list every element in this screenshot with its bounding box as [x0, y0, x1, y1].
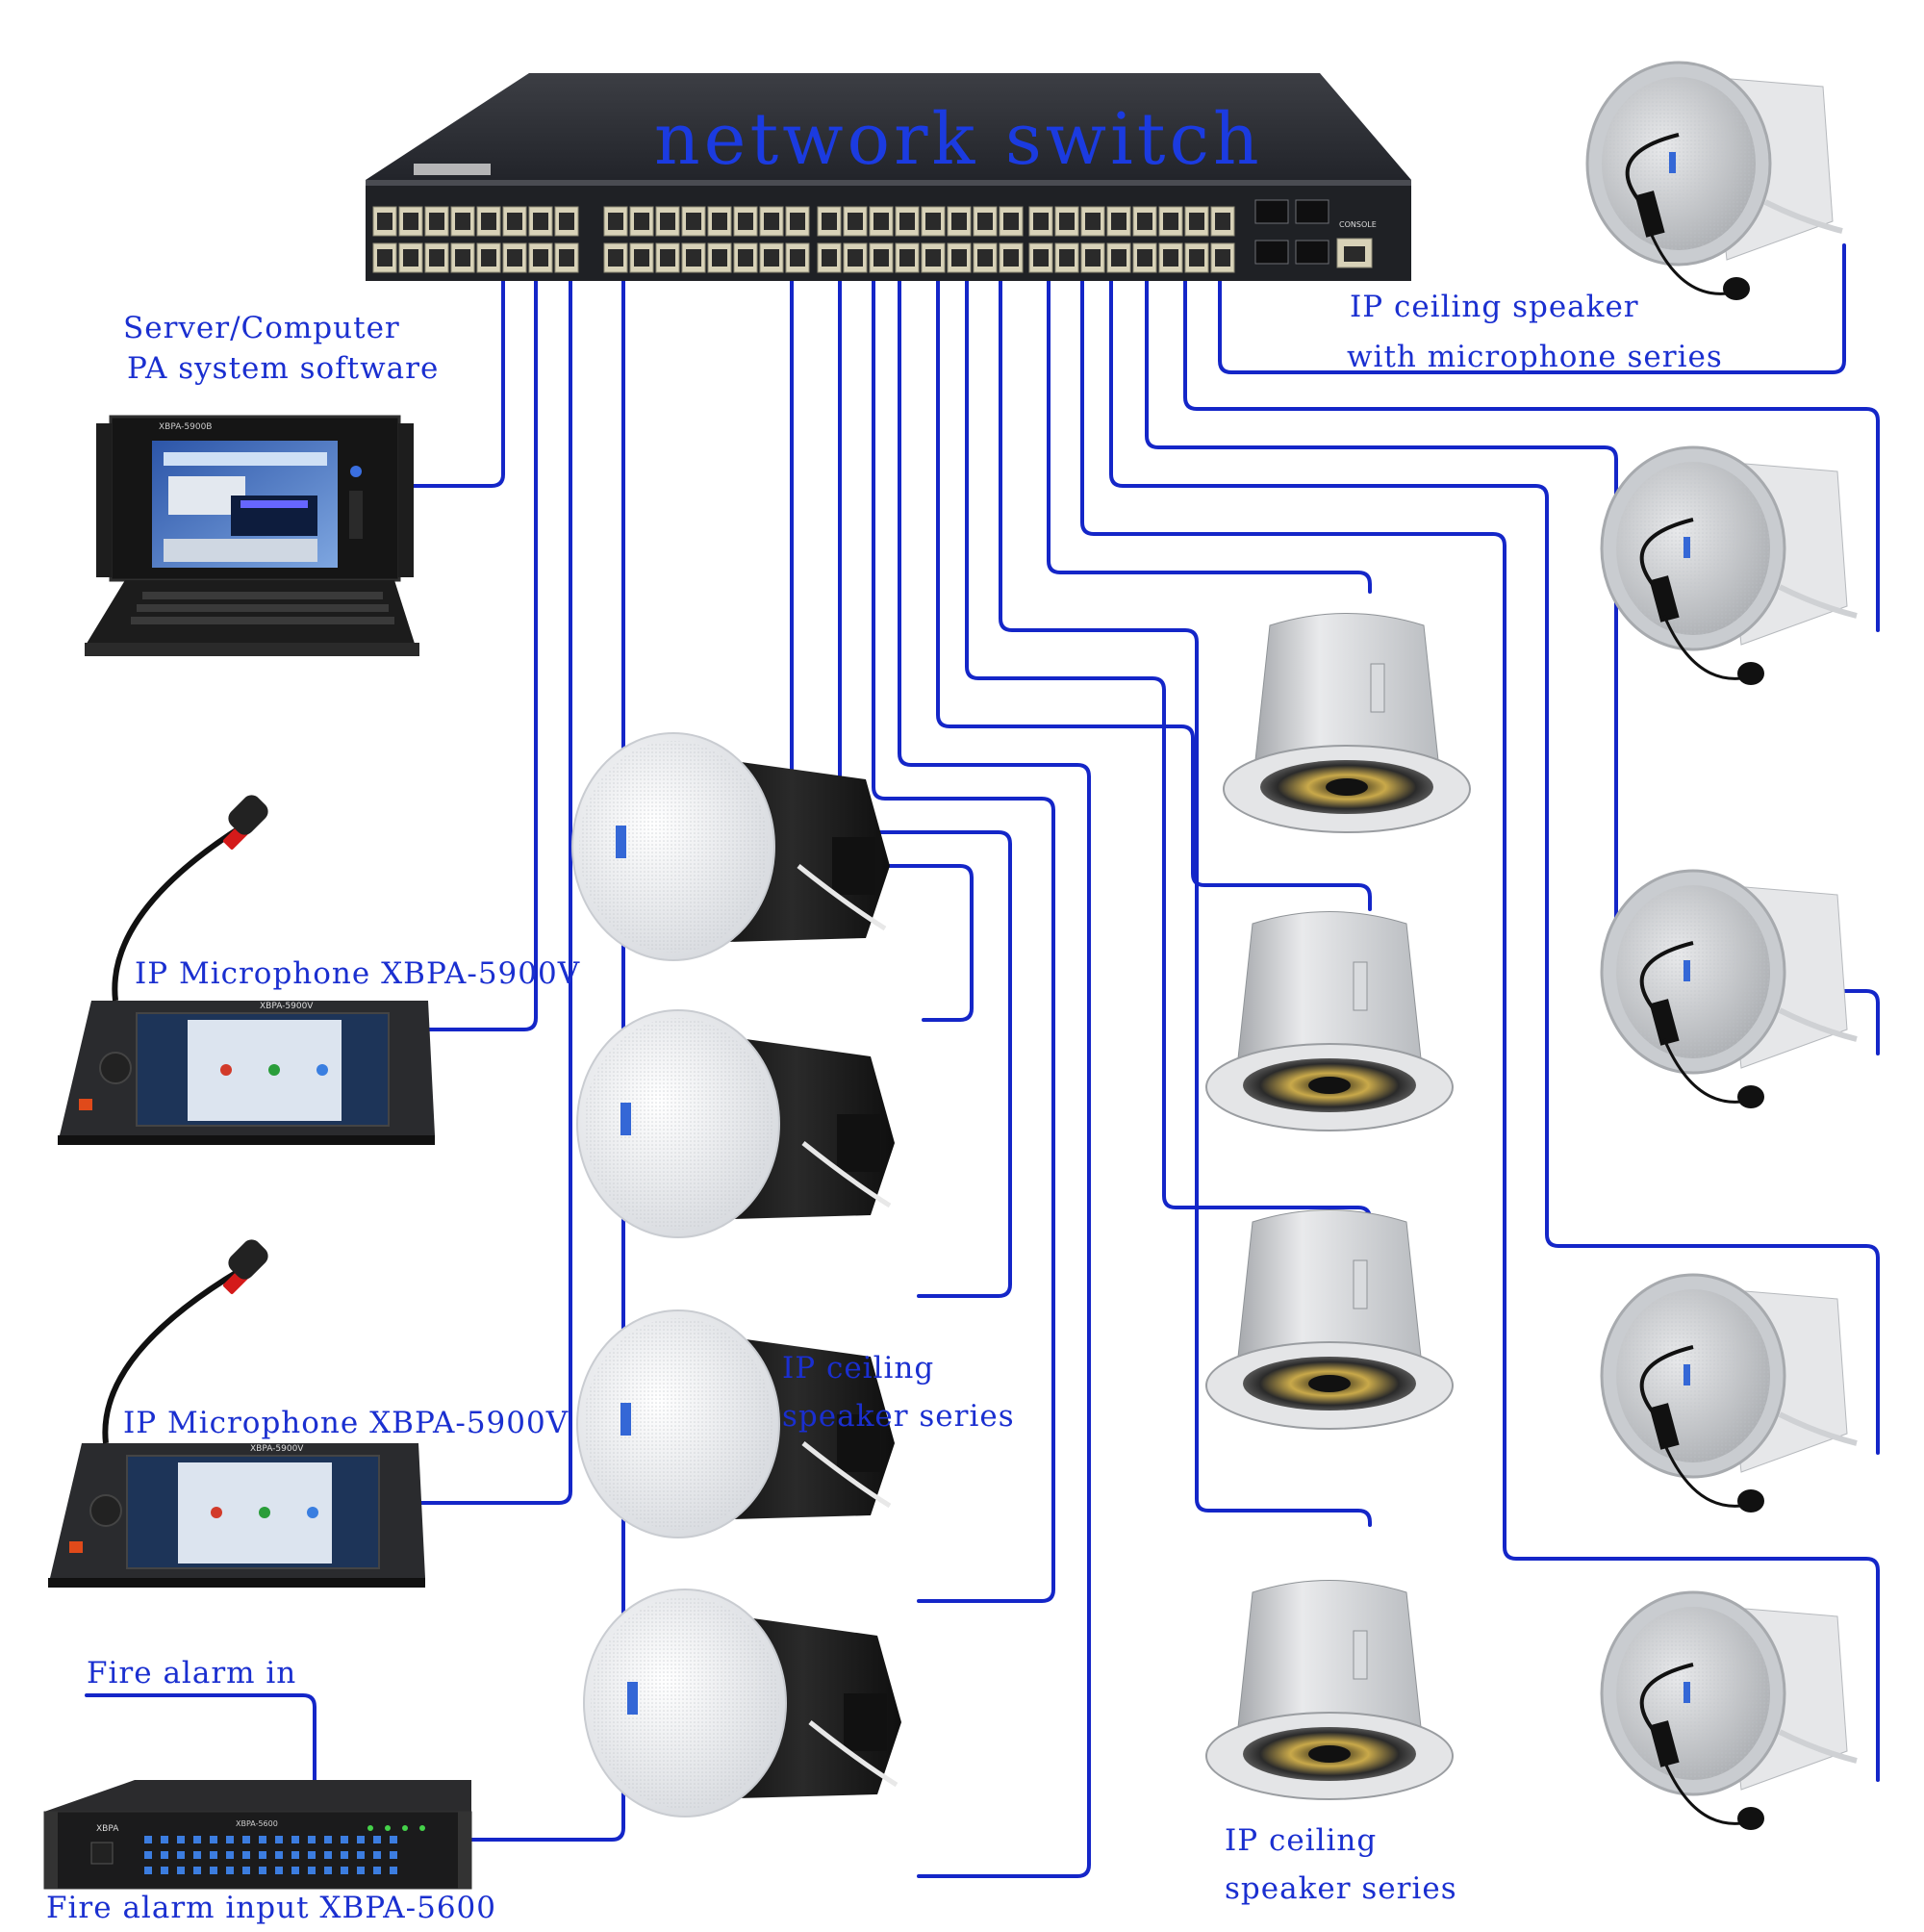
ceiling-speaker-icon: [583, 1589, 901, 1818]
ethernet-cable: [397, 263, 505, 488]
ethernet-cable: [872, 263, 1055, 1603]
microphone-ceiling-speaker-icon: [1600, 445, 1858, 685]
mic1-model-text: XBPA-5900V: [260, 1002, 314, 1011]
ceiling-speaker-icon: [571, 732, 890, 961]
black-speakers-label-line2: speaker series: [782, 1399, 1015, 1434]
ethernet-cable: [421, 263, 538, 1031]
microphone-ceiling-speaker-icon: [1585, 61, 1843, 300]
ethernet-cable: [412, 263, 572, 1505]
ceiling-speaker-icon: [576, 1309, 895, 1538]
rack-server-icon: XBPA-5900B: [85, 415, 419, 656]
network-switch-icon: [366, 73, 1411, 281]
fire-alarm-in-label: Fire alarm in: [87, 1656, 297, 1690]
server-label-line1: Server/Computer: [123, 311, 400, 345]
mic-speakers-label-line2: with microphone series: [1347, 340, 1723, 374]
fire-alarm-unit-label: Fire alarm input XBPA-5600: [46, 1891, 497, 1925]
microphone-ceiling-speaker-icon: [1600, 1273, 1858, 1513]
silver-speakers-label-line2: speaker series: [1225, 1871, 1457, 1906]
console-port-label: CONSOLE: [1339, 220, 1377, 229]
ceiling-speaker-icon: [576, 1009, 895, 1238]
silver-speakers-label-line1: IP ceiling: [1225, 1823, 1378, 1858]
ip-microphone-icon: XBPA-5900V: [48, 1239, 425, 1588]
server-label-line2: PA system software: [127, 351, 440, 386]
ip-microphone-icon: XBPA-5900V: [58, 795, 435, 1145]
ethernet-cable: [1047, 263, 1372, 594]
fire-brand-text: XBPA: [96, 1824, 119, 1834]
black-speakers-label-line1: IP ceiling: [782, 1351, 935, 1385]
ethernet-cable: [1183, 263, 1880, 632]
ceiling-speaker-icon: [1205, 1209, 1454, 1430]
mic2-model-text: XBPA-5900V: [250, 1444, 304, 1454]
ethernet-cable: [1080, 263, 1880, 1782]
mic1-label: IP Microphone XBPA-5900V: [135, 956, 581, 991]
fire-alarm-unit-icon: XBPA XBPA-5600: [43, 1780, 472, 1890]
ethernet-cable: [1109, 263, 1880, 1455]
ceiling-speaker-icon: [1205, 1580, 1454, 1800]
ethernet-cable: [898, 263, 1091, 1878]
fire-model-text: XBPA-5600: [236, 1819, 278, 1828]
ethernet-cable: [999, 263, 1372, 1527]
microphone-ceiling-speaker-icon: [1600, 1590, 1858, 1830]
diagram-title: network switch: [654, 98, 1263, 181]
mic-speakers-label-line1: IP ceiling speaker: [1350, 290, 1639, 324]
ceiling-speaker-icon: [1223, 613, 1471, 833]
ethernet-cable: [85, 1693, 316, 1782]
ethernet-cable: [1145, 263, 1880, 1055]
ethernet-cable: [965, 263, 1372, 1221]
microphone-ceiling-speaker-icon: [1600, 869, 1858, 1108]
ethernet-cable: [469, 263, 625, 1842]
ceiling-speaker-icon: [1205, 911, 1454, 1131]
ethernet-cable: [1218, 243, 1846, 374]
sfp-ports: [1254, 199, 1373, 268]
server-model-text: XBPA-5900B: [159, 422, 212, 432]
mic2-label: IP Microphone XBPA-5900V: [123, 1406, 570, 1440]
ethernet-cable: [936, 263, 1372, 911]
